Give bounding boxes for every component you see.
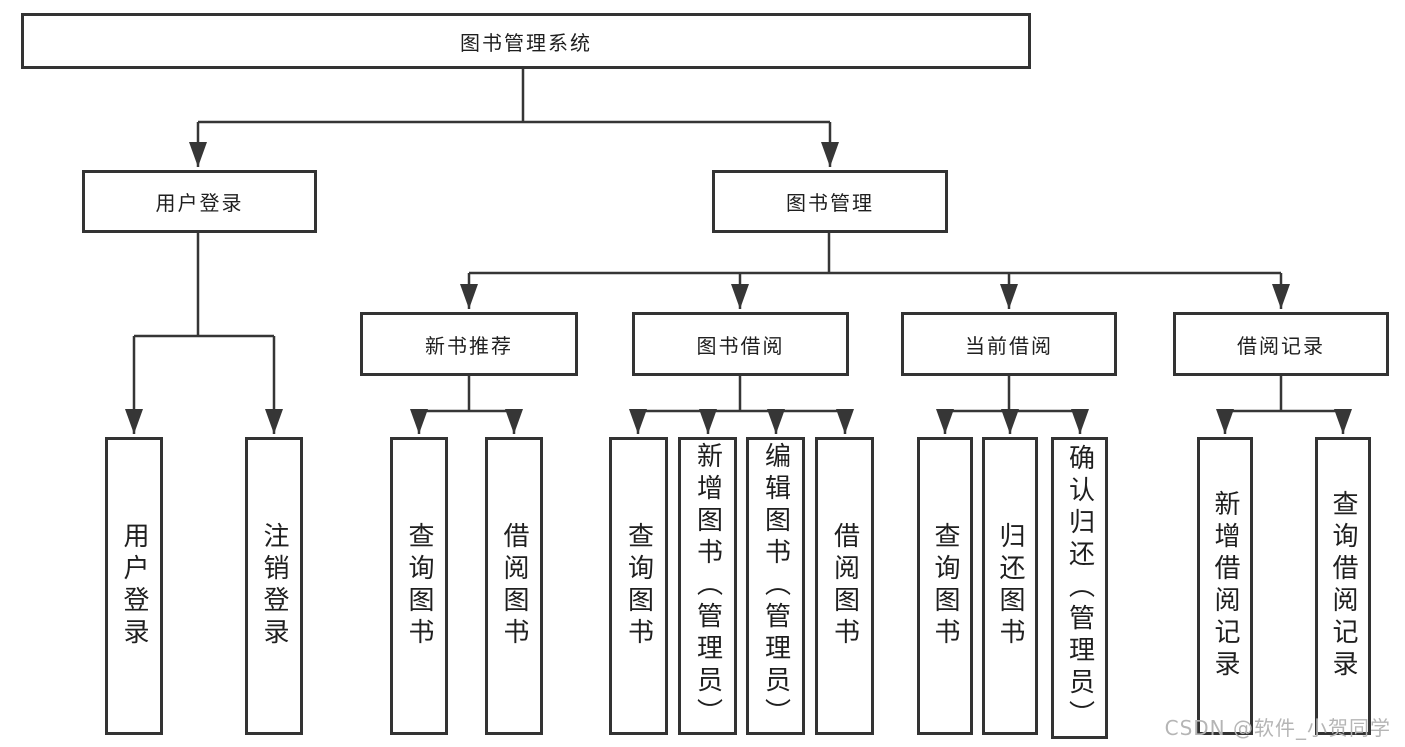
leaf-borrow-books-recommend: 借阅图书 [485, 437, 543, 735]
leaf-add-book-admin: 新增图书（管理员） [678, 437, 737, 735]
leaf-query-books-recommend: 查询图书 [390, 437, 448, 735]
leaf-query-books-borrow-label: 查询图书 [623, 522, 654, 650]
leaf-query-books-recommend-label: 查询图书 [404, 522, 434, 650]
leaf-confirm-return-admin-label: 确认归还（管理员） [1064, 444, 1095, 732]
leaf-return-book-label: 归还图书 [995, 522, 1025, 650]
leaf-borrow-books-borrow-label: 借阅图书 [829, 522, 860, 650]
connector-current-borrow-to-leaves [945, 376, 1080, 413]
node-user-login: 用户登录 [82, 170, 317, 233]
leaf-query-books-current: 查询图书 [917, 437, 973, 735]
connector-book-management-to-level3 [469, 233, 1281, 275]
connector-new-book-recommend-to-leaves [419, 376, 514, 413]
node-current-borrow: 当前借阅 [901, 312, 1117, 376]
leaf-query-borrow-record: 查询借阅记录 [1315, 437, 1371, 735]
node-book-borrow: 图书借阅 [632, 312, 849, 376]
connector-user-login-to-leaves [134, 233, 274, 338]
node-root-label: 图书管理系统 [460, 30, 592, 55]
leaf-query-books-borrow: 查询图书 [609, 437, 668, 735]
connector-book-borrow-to-leaves [638, 376, 845, 413]
node-current-borrow-label: 当前借阅 [965, 333, 1053, 358]
leaf-logout-label: 注销登录 [259, 522, 289, 650]
leaf-add-book-admin-label: 新增图书（管理员） [692, 442, 723, 730]
leaf-edit-book-admin-label: 编辑图书（管理员） [760, 442, 791, 730]
leaf-add-borrow-record: 新增借阅记录 [1197, 437, 1253, 735]
leaf-borrow-books-borrow: 借阅图书 [815, 437, 874, 735]
connector-borrow-records-to-leaves [1225, 376, 1343, 413]
leaf-add-borrow-record-label: 新增借阅记录 [1210, 490, 1240, 682]
node-book-management: 图书管理 [712, 170, 948, 233]
leaf-borrow-books-recommend-label: 借阅图书 [499, 522, 529, 650]
leaf-user-login: 用户登录 [105, 437, 163, 735]
leaf-query-books-current-label: 查询图书 [930, 522, 960, 650]
node-book-borrow-label: 图书借阅 [696, 333, 785, 358]
node-borrow-records-label: 借阅记录 [1237, 333, 1325, 358]
leaf-return-book: 归还图书 [982, 437, 1038, 735]
leaf-logout: 注销登录 [245, 437, 303, 735]
node-new-book-recommend-label: 新书推荐 [425, 333, 513, 358]
node-user-login-label: 用户登录 [155, 191, 244, 215]
node-book-management-label: 图书管理 [786, 191, 874, 215]
node-new-book-recommend: 新书推荐 [360, 312, 578, 376]
leaf-query-borrow-record-label: 查询借阅记录 [1328, 490, 1358, 682]
leaf-edit-book-admin: 编辑图书（管理员） [746, 437, 805, 735]
watermark: CSDN @软件_小贺同学 [1164, 716, 1391, 740]
node-borrow-records: 借阅记录 [1173, 312, 1389, 376]
leaf-user-login-label: 用户登录 [119, 522, 149, 650]
node-root: 图书管理系统 [21, 13, 1031, 69]
connector-root-to-level2 [198, 69, 830, 124]
leaf-confirm-return-admin: 确认归还（管理员） [1051, 437, 1108, 739]
